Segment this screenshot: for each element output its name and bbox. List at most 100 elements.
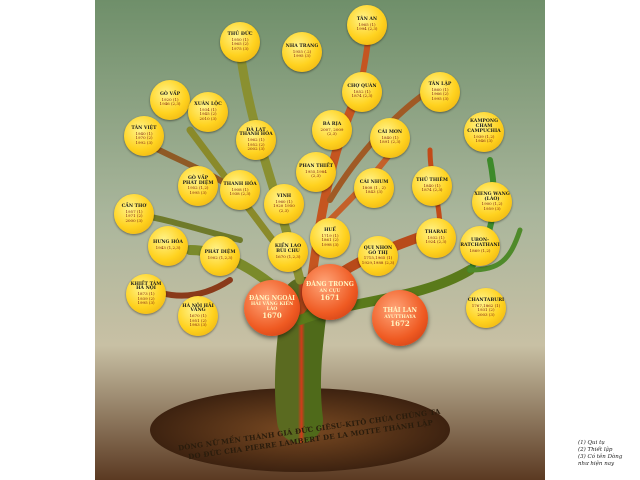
community-dates: 1840 (1) 1891 (2,3) — [379, 135, 401, 145]
community-name: VINH — [276, 194, 292, 199]
root-year: 1670 — [262, 311, 282, 321]
community-dates: 1670 (1,2,3) — [275, 253, 301, 259]
community-name: CHỢ QUÁN — [347, 84, 377, 90]
community-name: NHA TRANG — [285, 44, 319, 50]
community-name: QUI NHƠN GÒ THỊ — [363, 245, 393, 256]
root-year: 1671 — [320, 292, 340, 302]
community-dates: 1955 (.2) 1995 (3) — [292, 49, 312, 59]
community-dates: 1952 (1,2) 1995 (3) — [187, 185, 209, 195]
community-name: XIENG WANG (LÀO) — [474, 191, 510, 202]
community-node: XIENG WANG (LÀO)1900 (1,2) 1959 (3) — [472, 182, 512, 222]
legend-item: (1) Qui tụ — [578, 440, 605, 446]
legend-item: như hiện nay — [578, 460, 615, 467]
legend-item: (2) Thiết lập — [578, 446, 613, 453]
community-dates: 1940 (1) 1970 (2) 1992 (3) — [135, 130, 153, 145]
community-dates: 1943 (1,2,3) — [155, 245, 181, 251]
community-name: TÂN VIỆT — [131, 126, 157, 131]
community-dates: 1719 (1) 1861 (2) 1998 (3) — [321, 232, 339, 247]
community-dates: 1908 (1) 1938 (2,3) — [229, 187, 251, 197]
root-subtitle: HẢI VĂNG KIẾN LÀO — [250, 302, 294, 313]
community-name: CẦN THƠ — [121, 204, 147, 209]
community-dates: 1962 (1) 1952 (2) 2002 (3) — [247, 137, 265, 151]
community-name: UBON-RATCHATHANI — [460, 237, 500, 248]
community-name: CÁI MƠN — [377, 130, 403, 136]
root-name: THÁI LAN — [382, 307, 418, 315]
root-name: ĐÀNG NGOÀI — [249, 294, 295, 302]
community-name: BÀ RỊA — [322, 122, 342, 128]
community-dates: 2007, 2009 (2,3) — [320, 127, 344, 137]
community-name: PHAN THIẾT — [299, 164, 333, 170]
legend-item: (3) Có tên Dòng — [578, 453, 623, 460]
community-name: THANH HÓA — [223, 182, 257, 188]
community-dates: 1715,1965 (1) 1929,1988 (2,3) — [361, 255, 395, 265]
community-name: CHANTABURI — [467, 298, 505, 303]
community-name: THỦ THIÊM — [416, 178, 448, 184]
community-dates: 1840 (1) 1874 (2,3) — [421, 183, 443, 193]
community-dates: 1900 (1,2) 1959 (3) — [481, 201, 503, 211]
community-dates: 1939 (1,2) 1946 (3) — [473, 133, 495, 144]
root-subtitle: AN CỰU — [319, 288, 341, 294]
community-name: KAMPONG CHAM CAMPUCHIA — [467, 119, 501, 135]
root-year: 1672 — [390, 318, 410, 328]
community-name: KHIẾT TÂM HÀ NỘI — [130, 281, 162, 292]
community-name: HUẾ — [324, 228, 336, 233]
community-dates: 1767,1862 (1) 1931 (2) 2003 (3) — [471, 302, 501, 317]
community-name: THỦ ĐỨC — [227, 32, 253, 37]
community-dates: 1808 (1 , 2) 1843 (3) — [362, 185, 386, 195]
legend: (1) Qui tụ (2) Thiết lập (3) Có tên Dòng… — [578, 440, 636, 468]
community-dates: 1932 (1) 1924 (2,3) — [425, 235, 447, 245]
community-name: HÀ NỘI HẢI VĂNG — [182, 303, 214, 314]
community-name: TÂN LẬP — [428, 82, 452, 87]
community-name: XUÂN LỘC — [194, 102, 222, 107]
community-name: PHÁT DIỆM — [204, 250, 236, 256]
community-dates: 1869 (1,2) — [469, 247, 491, 253]
community-dates: 1957 (1) 1971 (2) 2000 (3) — [125, 208, 143, 223]
community-dates: 1934 (1) 1945 (2) 2010 (3) — [199, 106, 217, 121]
community-name: TÂN AN — [356, 17, 378, 23]
community-dates: 1902 (1,2,3) — [207, 255, 233, 261]
community-name: THARAE — [424, 230, 448, 236]
community-name: GÒ VẤP — [159, 92, 181, 98]
community-dates: 1670 (1) 1951 (2) 1983 (3) — [189, 313, 207, 327]
root-name: ĐÀNG TRONG — [306, 281, 354, 289]
community-dates: 1852 (1) 1874 (2,3) — [351, 89, 373, 99]
community-name: ĐÀ LẠT THANH HÓA — [239, 127, 273, 138]
community-name: HƯNG HÓA — [153, 240, 183, 246]
root-subtitle: AYUTTHAYA — [384, 314, 416, 320]
community-dates: 1860 (1) 1966 (2) 1995 (3) — [431, 86, 449, 101]
community-dates: 1873 (1) 1939 (2) 1995 (3) — [137, 291, 155, 305]
community-name: CÁI NHUM — [359, 180, 389, 186]
